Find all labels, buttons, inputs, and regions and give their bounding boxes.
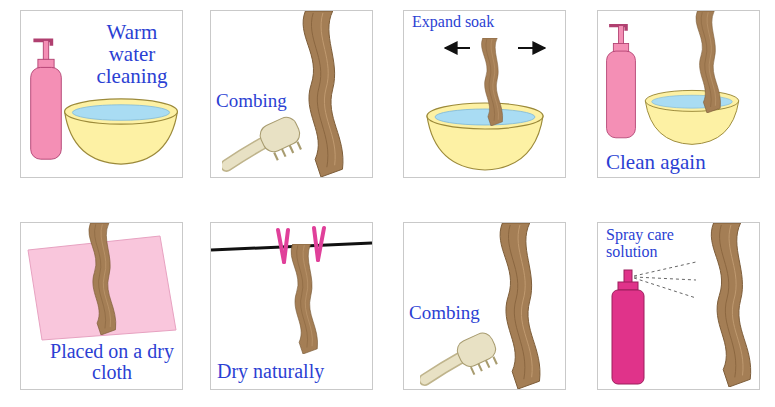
step-panel: Combing	[210, 10, 373, 178]
step-panel: Placed on a dry cloth	[20, 222, 183, 390]
step-panel: Dry naturally	[210, 222, 373, 390]
step-caption: Warm water cleaning	[83, 21, 181, 87]
step-caption: Expand soak	[412, 14, 532, 31]
step-caption: Clean again	[606, 151, 726, 173]
step-panel: Warm water cleaning	[20, 10, 183, 178]
step-caption: Combing	[409, 303, 491, 323]
step-panel: Combing	[403, 222, 566, 390]
step-caption: Spray care solution	[606, 227, 698, 261]
step-panel: Spray care solution	[597, 222, 760, 390]
step-panel: Clean again	[597, 10, 760, 178]
step-caption: Placed on a dry cloth	[43, 341, 181, 383]
step-caption: Dry naturally	[217, 361, 367, 382]
step-caption: Combing	[216, 91, 296, 111]
step-panel: Expand soak	[403, 10, 566, 178]
